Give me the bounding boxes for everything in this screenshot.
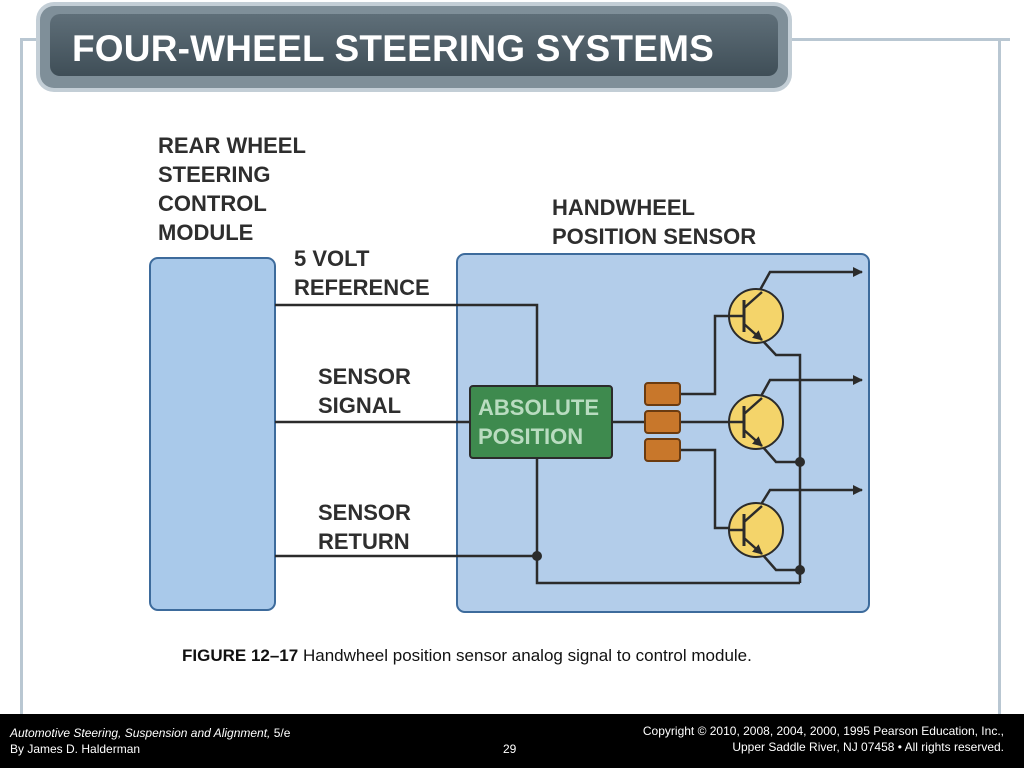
sensor-label-line: HANDWHEEL	[552, 195, 695, 220]
control-module-label-line: REAR WHEEL	[158, 133, 306, 158]
figure-caption-text: Handwheel position sensor analog signal …	[298, 646, 752, 665]
frame-right-line	[998, 38, 1001, 714]
wire-out-1	[758, 267, 863, 291]
transistor-2	[728, 394, 784, 450]
wire-out-3	[758, 485, 863, 507]
footer-bar: Automotive Steering, Suspension and Alig…	[0, 714, 1024, 768]
wire-emitter-2	[761, 445, 800, 464]
wire-emitter-3	[761, 553, 802, 583]
footer-copyright: Copyright © 2010, 2008, 2004, 2000, 1995…	[642, 724, 1004, 738]
control-module-label: REAR WHEEL STEERING CONTROL MODULE	[158, 131, 306, 247]
transistor-3	[728, 502, 784, 558]
wire-signal-label-line: SENSOR	[318, 364, 411, 389]
transistor-1	[728, 288, 784, 344]
sensor-label: HANDWHEEL POSITION SENSOR	[552, 193, 756, 251]
chip-label-line: POSITION	[478, 424, 584, 449]
control-module-label-line: STEERING	[158, 162, 271, 187]
chip-label: ABSOLUTE POSITION	[478, 393, 599, 451]
wire-5v-label-line: REFERENCE	[294, 275, 430, 300]
wire-pin3-t3	[680, 448, 730, 530]
footer-author: By James D. Halderman	[10, 742, 141, 756]
frame-left-line	[20, 38, 23, 714]
connector-block	[644, 382, 681, 462]
wire-return-label-line: SENSOR	[318, 500, 411, 525]
book-edition: 5/e	[270, 726, 291, 740]
absolute-position-chip	[469, 385, 613, 459]
title-bar: FOUR-WHEEL STEERING SYSTEMS	[50, 14, 778, 76]
wire-signal-label: SENSOR SIGNAL	[318, 362, 411, 420]
sensor-label-line: POSITION SENSOR	[552, 224, 757, 249]
junction-dot	[532, 551, 542, 561]
wire-pin1-t1	[680, 314, 730, 396]
figure-caption: FIGURE 12–17 Handwheel position sensor a…	[182, 646, 752, 666]
control-module-label-line: MODULE	[158, 220, 254, 245]
figure-number: FIGURE 12–17	[182, 646, 299, 665]
slide-title: FOUR-WHEEL STEERING SYSTEMS	[72, 28, 714, 69]
control-module-box	[149, 257, 276, 611]
wire-signal-label-line: SIGNAL	[318, 393, 402, 418]
book-title: Automotive Steering, Suspension and Alig…	[10, 726, 271, 740]
wire-out-2	[758, 375, 863, 399]
footer-publisher: Upper Saddle River, NJ 07458 • All right…	[732, 740, 1004, 754]
wire-5v-label-line: 5 VOLT	[294, 246, 370, 271]
junction-dot	[795, 457, 805, 467]
footer-book-title: Automotive Steering, Suspension and Alig…	[10, 726, 290, 740]
wire-5v-label: 5 VOLT REFERENCE	[294, 244, 430, 302]
page-number: 29	[503, 742, 517, 756]
junction-dot	[795, 565, 805, 575]
title-tab: FOUR-WHEEL STEERING SYSTEMS	[40, 6, 788, 88]
wire-emitter-1	[761, 339, 802, 462]
control-module-label-line: CONTROL	[158, 191, 267, 216]
wire-return-label-line: RETURN	[318, 529, 410, 554]
wire-return-label: SENSOR RETURN	[318, 498, 411, 556]
chip-label-line: ABSOLUTE	[478, 395, 599, 420]
